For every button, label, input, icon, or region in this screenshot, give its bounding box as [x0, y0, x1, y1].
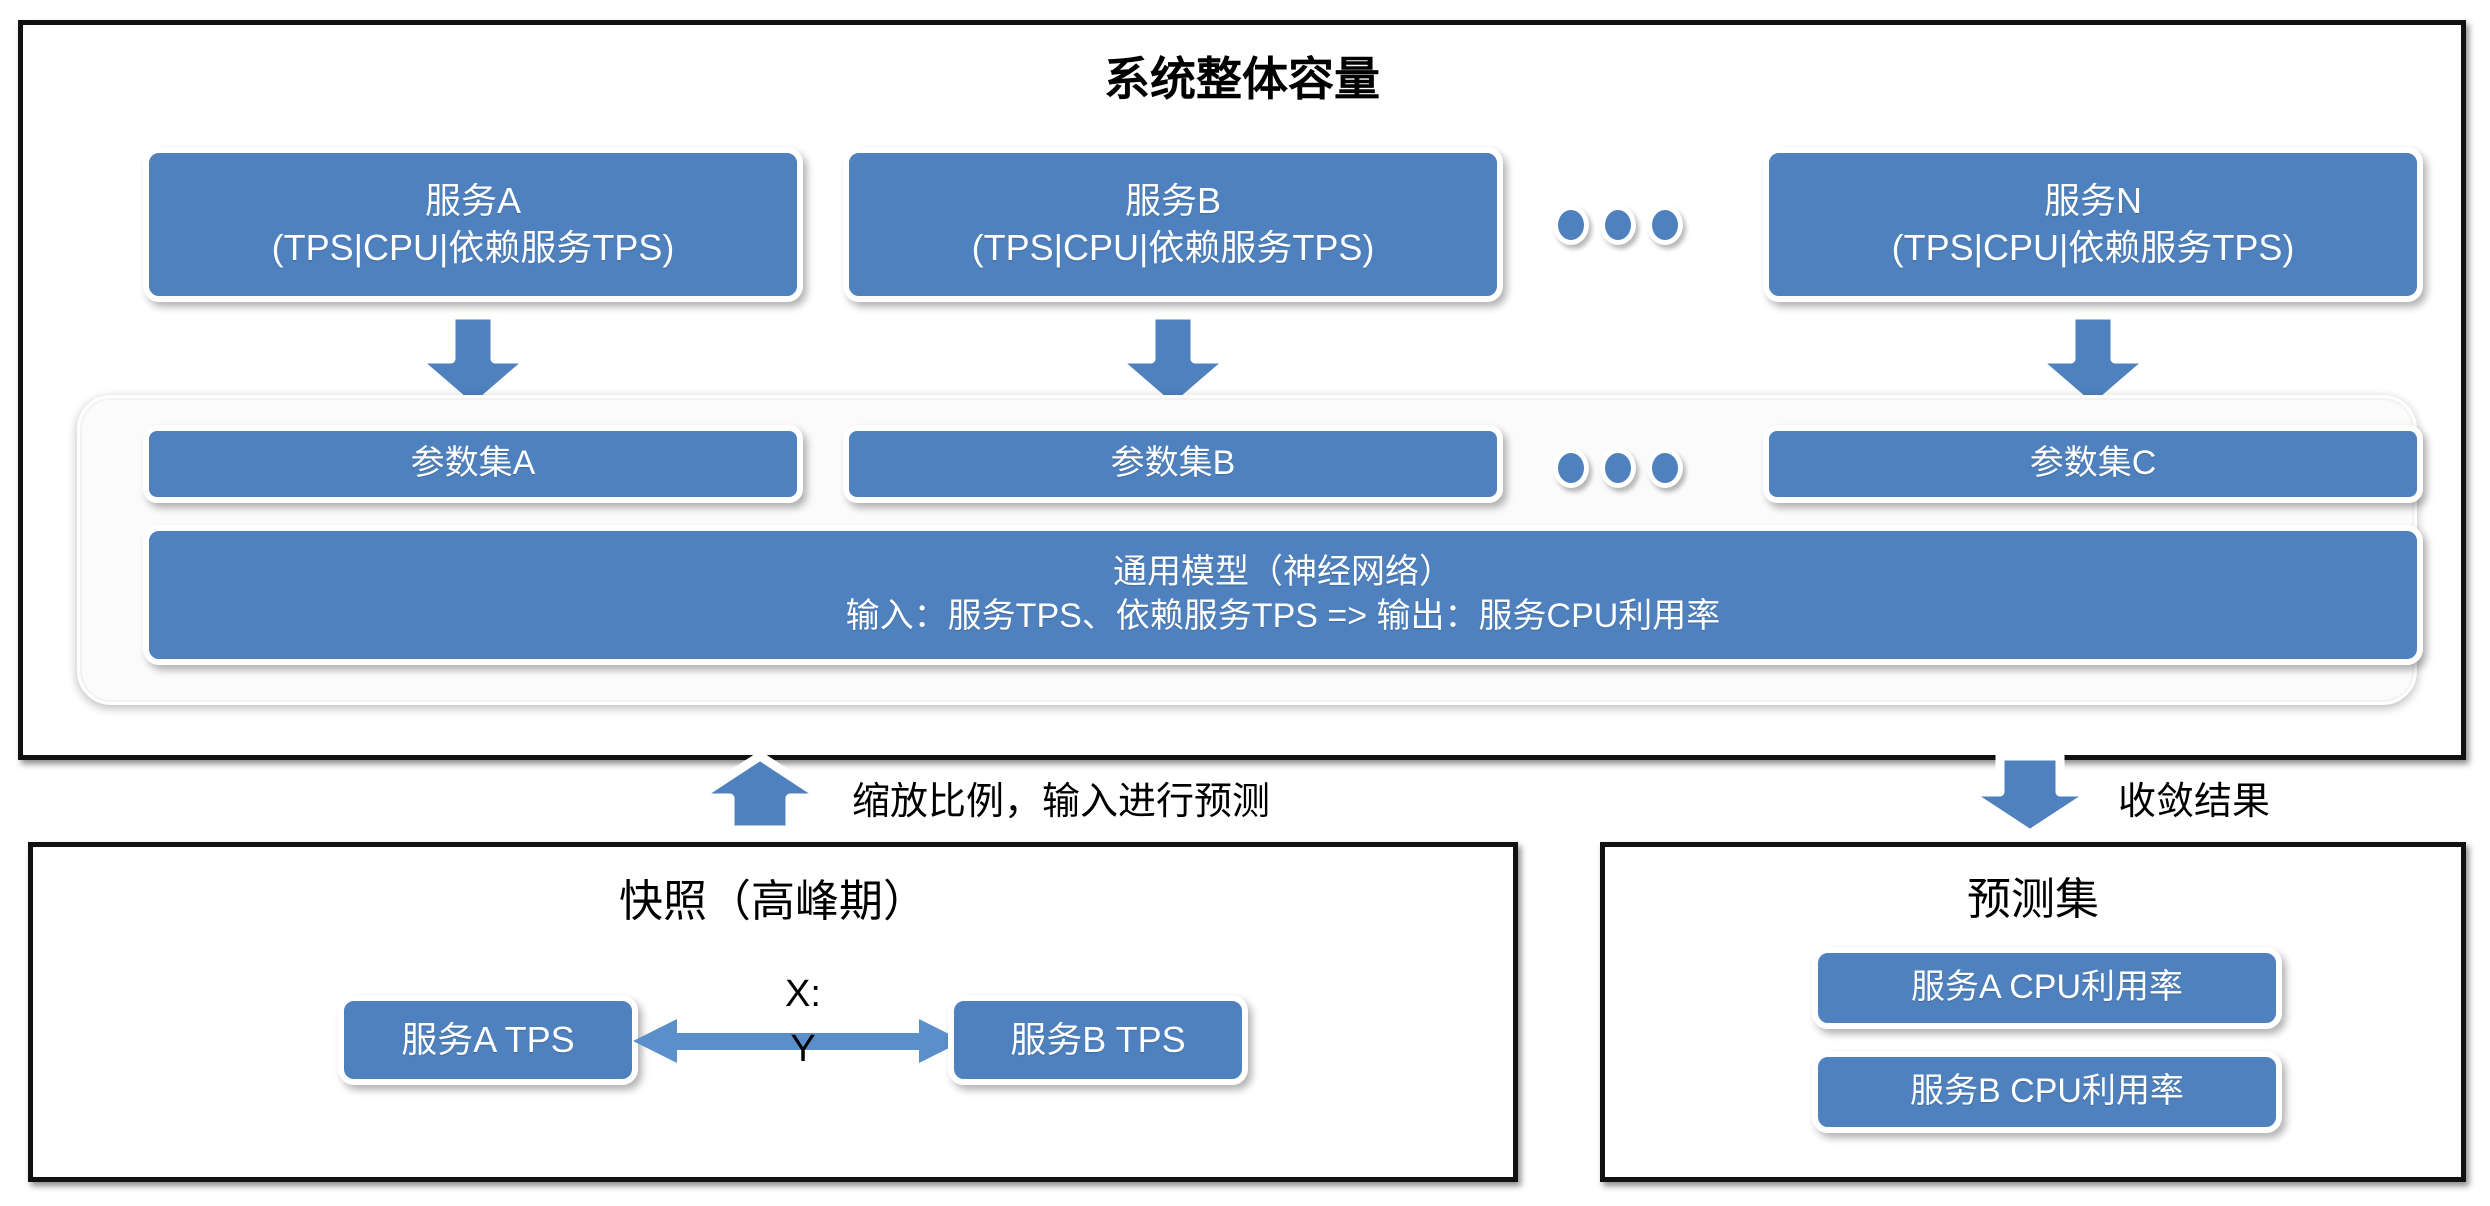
service-box-a-text: 服务A (TPS|CPU|依赖服务TPS)	[262, 178, 685, 270]
three-dots-icon-params	[1553, 448, 1683, 488]
service-b-name: 服务B	[1124, 180, 1221, 222]
service-b-detail: (TPS|CPU|依赖服务TPS)	[971, 226, 1375, 268]
scale-input-label: 缩放比例，输入进行预测	[852, 781, 1271, 823]
general-model-box[interactable]: 通用模型（神经网络） 输入：服务TPS、依赖服务TPS => 输出：服务CPU利…	[143, 525, 2423, 665]
model-line-2: 输入：服务TPS、依赖服务TPS => 输出：服务CPU利用率	[845, 597, 1721, 635]
arrow-down-icon-n	[2029, 310, 2157, 414]
snapshot-service-b-tps-label: 服务B TPS	[1010, 1018, 1186, 1060]
prediction-item-b[interactable]: 服务B CPU利用率	[1812, 1051, 2282, 1133]
service-box-b[interactable]: 服务B (TPS|CPU|依赖服务TPS)	[843, 147, 1503, 302]
param-set-a-label: 参数集A	[410, 444, 536, 483]
service-box-a[interactable]: 服务A (TPS|CPU|依赖服务TPS)	[143, 147, 803, 302]
converge-label: 收敛结果	[2118, 781, 2271, 823]
prediction-item-a-label: 服务A CPU利用率	[1910, 968, 2184, 1007]
three-dots-icon-services	[1553, 205, 1683, 245]
snapshot-service-b-tps[interactable]: 服务B TPS	[948, 995, 1248, 1085]
param-set-a[interactable]: 参数集A	[143, 425, 803, 503]
service-a-detail: (TPS|CPU|依赖服务TPS)	[271, 226, 675, 268]
arrow-up-icon-scale	[690, 751, 830, 835]
dot-1	[1553, 448, 1589, 488]
dot-3	[1647, 205, 1683, 245]
snapshot-service-a-tps[interactable]: 服务A TPS	[338, 995, 638, 1085]
param-set-b[interactable]: 参数集B	[843, 425, 1503, 503]
service-box-n[interactable]: 服务N (TPS|CPU|依赖服务TPS)	[1763, 147, 2423, 302]
arrow-down-icon-b	[1109, 310, 1237, 414]
prediction-title: 预测集	[1967, 875, 2099, 924]
snapshot-panel: 快照（高峰期） 服务A TPS X: Y 服务B TPS	[28, 842, 1518, 1182]
service-n-name: 服务N	[2044, 180, 2142, 222]
service-box-b-text: 服务B (TPS|CPU|依赖服务TPS)	[962, 178, 1385, 270]
double-headed-arrow-icon	[633, 1017, 963, 1065]
service-n-detail: (TPS|CPU|依赖服务TPS)	[1891, 226, 2295, 268]
arrow-down-icon-converge	[1960, 751, 2100, 839]
service-a-name: 服务A	[424, 180, 521, 222]
system-capacity-panel: 系统整体容量 服务A (TPS|CPU|依赖服务TPS) 服务B (TPS|CP…	[18, 20, 2466, 760]
prediction-panel: 预测集 服务A CPU利用率 服务B CPU利用率	[1600, 842, 2466, 1182]
dot-3	[1647, 448, 1683, 488]
dot-2	[1600, 205, 1636, 245]
dot-2	[1600, 448, 1636, 488]
snapshot-service-a-tps-label: 服务A TPS	[401, 1018, 575, 1060]
service-box-n-text: 服务N (TPS|CPU|依赖服务TPS)	[1882, 178, 2305, 270]
prediction-item-a[interactable]: 服务A CPU利用率	[1812, 947, 2282, 1029]
snapshot-relation-label: X: Y	[785, 973, 821, 1071]
arrow-down-icon-a	[409, 310, 537, 414]
param-set-c[interactable]: 参数集C	[1763, 425, 2423, 503]
dot-1	[1553, 205, 1589, 245]
param-set-b-label: 参数集B	[1110, 444, 1236, 483]
general-model-text: 通用模型（神经网络） 输入：服务TPS、依赖服务TPS => 输出：服务CPU利…	[836, 551, 1731, 638]
prediction-item-b-label: 服务B CPU利用率	[1910, 1072, 2184, 1111]
page-title: 系统整体容量	[1104, 53, 1380, 105]
param-set-c-label: 参数集C	[2029, 444, 2157, 483]
snapshot-title: 快照（高峰期）	[619, 877, 927, 926]
model-line-1: 通用模型（神经网络）	[1112, 553, 1453, 592]
